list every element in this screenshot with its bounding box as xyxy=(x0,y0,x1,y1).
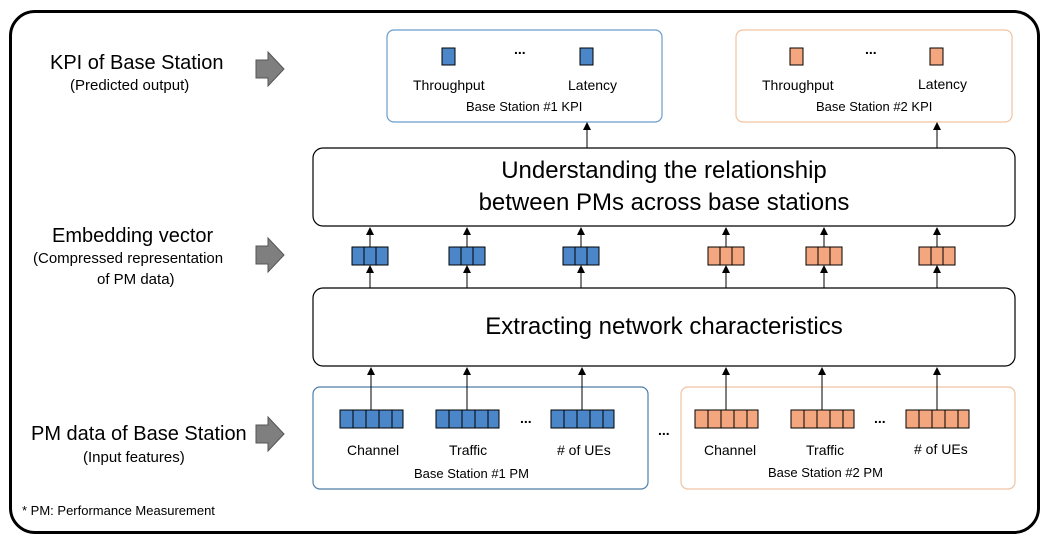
kpi-ellipsis-bs2: ... xyxy=(865,41,877,57)
pm-arrows xyxy=(367,367,941,410)
pm-label-traffic-bs1: Traffic xyxy=(449,442,488,458)
pm-label-ues-bs1: # of UEs xyxy=(557,442,611,458)
embedding-subtitle-1: (Compressed representation xyxy=(33,250,224,267)
footnote: * PM: Performance Measurement xyxy=(22,503,215,518)
kpi-label-throughput-bs1: Throughput xyxy=(413,77,485,93)
pm-vector-traffic-bs1 xyxy=(435,409,500,429)
pm-subtitle: (Input features) xyxy=(83,449,185,466)
between-ellipsis: ... xyxy=(658,422,670,438)
pm-ellipsis-bs1: ... xyxy=(520,410,532,426)
kpi-square-latency-bs2 xyxy=(929,47,944,66)
pm-ellipsis-bs2: ... xyxy=(874,410,886,426)
embedding-vector-orange xyxy=(918,246,956,266)
embedding-vector-orange xyxy=(707,246,745,266)
gray-arrow-pm xyxy=(255,415,285,453)
kpi-subtitle: (Predicted output) xyxy=(70,77,190,94)
extract-text: Extracting network characteristics xyxy=(485,313,843,340)
kpi-label-latency-bs2: Latency xyxy=(918,76,968,92)
embedding-vector-blue xyxy=(562,246,600,266)
gray-arrow-embedding xyxy=(255,236,285,274)
pm-label-ues-bs2: # of UEs xyxy=(914,441,968,457)
pm-vector-traffic-bs2 xyxy=(790,409,855,429)
embedding-vectors xyxy=(351,246,956,266)
relationship-text-line2: between PMs across base stations xyxy=(478,189,850,216)
relationship-text-line1: Understanding the relationship xyxy=(501,157,827,184)
kpi-square-throughput-bs2 xyxy=(789,47,804,66)
kpi-ellipsis-bs1: ... xyxy=(514,41,526,57)
pm-label-channel-bs2: Channel xyxy=(704,442,757,458)
kpi-caption-bs2: Base Station #2 KPI xyxy=(816,99,933,114)
kpi-caption-bs1: Base Station #1 KPI xyxy=(466,99,583,114)
pm-label-traffic-bs2: Traffic xyxy=(806,442,845,458)
kpi-label-latency-bs1: Latency xyxy=(568,77,618,93)
embedding-vector-orange xyxy=(805,246,843,266)
embedding-arrows xyxy=(366,227,941,288)
embedding-subtitle-2: of PM data) xyxy=(97,271,175,288)
pm-vector-ues-bs1 xyxy=(550,409,615,429)
extract-block xyxy=(312,287,1016,367)
kpi-title: KPI of Base Station xyxy=(50,52,224,74)
embedding-vector-blue xyxy=(448,246,486,266)
kpi-square-latency-bs1 xyxy=(579,47,594,66)
pm-vector-channel-bs2 xyxy=(694,409,759,429)
kpi-square-throughput-bs1 xyxy=(441,47,456,66)
pm-caption-bs1: Base Station #1 PM xyxy=(414,466,529,481)
pm-feature-vectors xyxy=(339,409,970,429)
pm-title: PM data of Base Station xyxy=(31,423,247,445)
kpi-label-throughput-bs2: Throughput xyxy=(762,77,834,93)
embedding-title: Embedding vector xyxy=(52,225,214,247)
pm-vector-ues-bs2 xyxy=(905,409,970,429)
pm-label-channel-bs1: Channel xyxy=(347,442,400,458)
relationship-block xyxy=(312,147,1016,227)
gray-arrow-kpi xyxy=(255,50,285,88)
embedding-vector-blue xyxy=(351,246,389,266)
pm-vector-channel-bs1 xyxy=(339,409,404,429)
pm-caption-bs2: Base Station #2 PM xyxy=(768,465,883,480)
